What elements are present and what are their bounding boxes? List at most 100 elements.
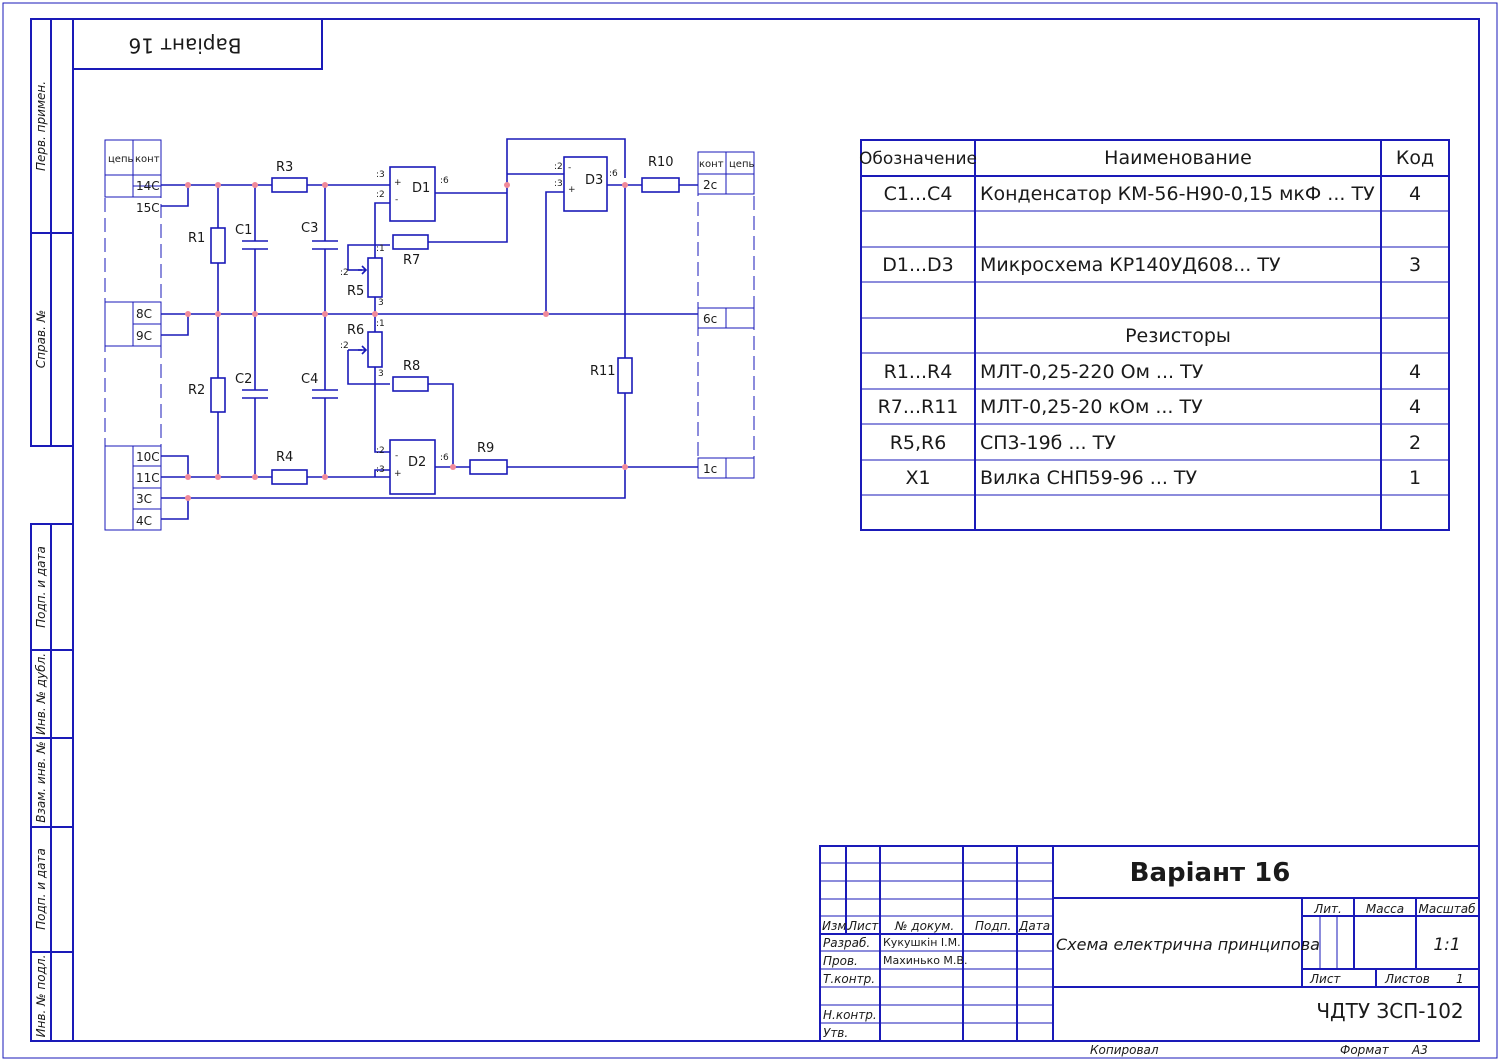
contact-6c: 6c (703, 312, 717, 326)
left-connector: цепь конт 14C 15C 8C 9C 10C 11C 3C 4C (104, 139, 162, 531)
tb-col-izm: Изм. (822, 919, 850, 933)
tb-sheets-label: Листов (1384, 972, 1430, 986)
table-section-resistors: Резисторы (1125, 325, 1231, 347)
table-cell-name: Вилка СНП59-96 ... ТУ (980, 467, 1198, 489)
tb-copied-label: Копировал (1090, 1043, 1159, 1057)
pin-label: - (395, 195, 398, 205)
table-cell-name: МЛТ-0,25-20 кОм ... ТУ (980, 396, 1203, 418)
tb-role-tkontr: Т.контр. (823, 972, 875, 986)
label-d1: D1 (412, 181, 430, 196)
tb-col-podp: Подп. (975, 919, 1011, 933)
contact-10c: 10C (136, 450, 160, 464)
tb-col-list: Лист (847, 919, 879, 933)
pin-label: :2 (376, 190, 385, 200)
table-cell-designation: R5,R6 (890, 432, 947, 454)
tb-sheets-value: 1 (1456, 972, 1464, 986)
tb-col-nomer-dokum: № докум. (894, 919, 954, 933)
pin-label: + (394, 178, 402, 188)
pin-label: - (395, 451, 398, 461)
table-cell-name: Конденсатор КМ-56-Н90-0,15 мкФ ... ТУ (980, 183, 1375, 205)
title-organization: ЧДТУ ЗСП-102 (1316, 999, 1463, 1023)
table-cell-code: 2 (1409, 432, 1421, 454)
contact-4c: 4C (136, 514, 152, 528)
table-cell-code: 4 (1409, 183, 1421, 205)
title-block: Варіант 16 Схема електрична принципова Ч… (819, 845, 1480, 1057)
tb-col-data: Дата (1018, 919, 1050, 933)
table-header-designation: Обозначение (859, 149, 977, 169)
label-r10: R10 (648, 155, 674, 170)
side-label-podp-data-2: Подп. и дата (34, 848, 48, 930)
title-doc-name: Схема електрична принципова (1056, 935, 1320, 954)
table-cell-designation: R1...R4 (884, 361, 953, 383)
label-r8: R8 (403, 359, 420, 374)
pin-label: :2 (340, 268, 349, 278)
label-d2: D2 (408, 455, 426, 470)
label-c1: C1 (235, 223, 252, 238)
side-label-inv-podl: Инв. № подл. (34, 955, 48, 1038)
parts-table: Обозначение Наименование Код C1...C4 Кон… (859, 139, 1450, 531)
tb-role-prov: Пров. (823, 954, 858, 968)
pin-label: + (568, 185, 576, 195)
table-cell-designation: C1...C4 (884, 183, 953, 205)
capacitor-bodies (242, 240, 338, 399)
tb-role-nkontr: Н.контр. (823, 1008, 877, 1022)
resistor-bodies (210, 177, 680, 485)
tb-role-utv: Утв. (823, 1026, 848, 1040)
left-connector-header-chain: цепь (108, 154, 133, 165)
table-cell-code: 1 (1409, 467, 1421, 489)
pin-label: - (568, 163, 571, 173)
label-d3: D3 (585, 173, 603, 188)
table-cell-code: 3 (1409, 254, 1421, 276)
label-r7: R7 (403, 253, 420, 268)
tb-sheet-label: Лист (1309, 972, 1341, 986)
pin-label: 3 (378, 369, 384, 379)
label-r2: R2 (188, 383, 205, 398)
tb-format-label: Формат (1340, 1043, 1390, 1057)
rotated-variant-box: Варіант 16 (72, 18, 323, 70)
contact-9c: 9C (136, 329, 152, 343)
pin-label: :1 (376, 244, 385, 254)
pin-label: :3 (554, 179, 563, 189)
table-cell-name: СП3-19б ... ТУ (980, 432, 1116, 454)
tb-checker-name: Махинько М.В. (883, 954, 967, 967)
side-label-vzam-inv: Взам. инв. № (34, 741, 48, 822)
right-connector: конт цепь 2c 6c 1c (697, 151, 755, 479)
pin-label: :3 (376, 465, 385, 475)
rotated-variant-label: Варіант 16 (128, 34, 241, 58)
chip-bodies (389, 156, 608, 495)
side-label-podp-data-1: Подп. и дата (34, 546, 48, 628)
schematic: цепь конт 14C 15C 8C 9C 10C 11C 3C 4C ко… (104, 138, 755, 531)
label-r11: R11 (590, 364, 616, 379)
label-r4: R4 (276, 450, 293, 465)
junction-dots (185, 182, 628, 501)
pin-label: :1 (376, 319, 385, 329)
side-label-perv-primen: Перв. примен. (34, 81, 48, 171)
pin-label: :6 (609, 169, 618, 179)
pin-label: :3 (376, 170, 385, 180)
label-c2: C2 (235, 372, 252, 387)
pin-label: :6 (440, 453, 449, 463)
tb-lit-label: Лит. (1313, 902, 1342, 916)
tb-scale-value: 1:1 (1433, 935, 1460, 955)
pin-label: :6 (440, 176, 449, 186)
label-c4: C4 (301, 372, 318, 387)
tb-scale-label: Масштаб (1418, 902, 1476, 916)
pin-label: :2 (554, 162, 563, 172)
pin-label: :2 (340, 341, 349, 351)
pin-labels: :3 :2 :6 + - :2 :3 :6 - + :2 :3 :6 - + :… (340, 162, 618, 479)
tb-role-razrab: Разраб. (823, 936, 870, 950)
table-cell-designation: R7...R11 (878, 396, 959, 418)
label-r6: R6 (347, 323, 364, 338)
side-label-inv-dubl: Инв. № дубл. (34, 653, 48, 735)
table-cell-designation: X1 (905, 467, 930, 489)
contact-14c: 14C (136, 179, 160, 193)
right-connector-header-contact: конт (699, 159, 724, 170)
contact-2c: 2c (703, 178, 717, 192)
right-connector-header-chain: цепь (729, 159, 754, 170)
table-cell-designation: D1...D3 (882, 254, 954, 276)
pin-label: + (394, 469, 402, 479)
component-labels: R1 R2 R3 R4 R5 R6 R7 R8 R9 R10 R11 C1 C2… (188, 155, 674, 470)
label-r5: R5 (347, 284, 364, 299)
